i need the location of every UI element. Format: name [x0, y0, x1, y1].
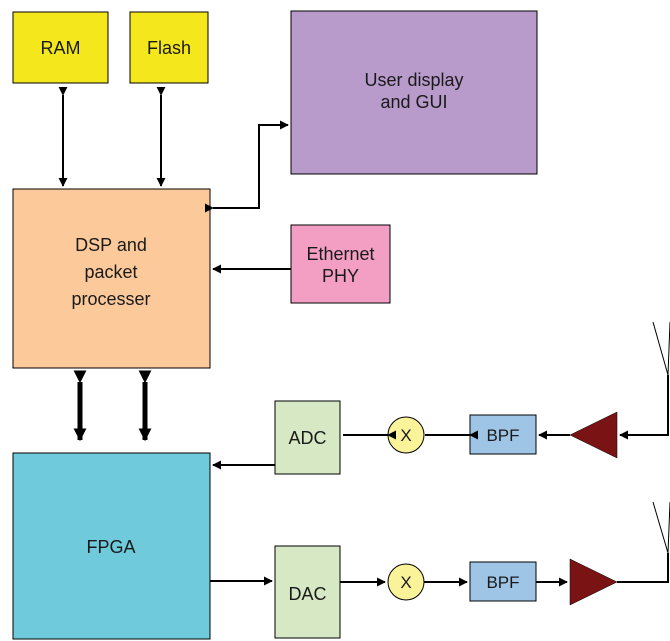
- user-display-label-line1: User display: [364, 70, 463, 90]
- rx-mixer-label: X: [400, 426, 411, 445]
- tx-amplifier: [569, 558, 618, 606]
- adc-block: ADC: [274, 400, 341, 475]
- dsp-block: DSP and packet processer: [12, 188, 211, 369]
- fpga-label: FPGA: [86, 537, 135, 557]
- tx-bpf-label: BPF: [486, 573, 519, 592]
- user-display-block: User display and GUI: [290, 10, 538, 175]
- ram-block: RAM: [12, 11, 109, 84]
- ram-label: RAM: [41, 38, 81, 58]
- tx-mixer: X: [387, 563, 425, 601]
- ethernet-phy-block: Ethernet PHY: [290, 224, 391, 304]
- dac-block: DAC: [274, 545, 341, 639]
- rx-bpf-label: BPF: [486, 426, 519, 445]
- flash-label: Flash: [147, 38, 191, 58]
- tx-amp-antenna-link: [617, 553, 669, 583]
- dsp-label-line3: processer: [71, 289, 150, 309]
- fpga-block: FPGA: [12, 452, 211, 640]
- display-dsp-link: [204, 120, 289, 213]
- rx-bpf-block: BPF: [469, 414, 537, 455]
- tx-antenna: [652, 501, 670, 554]
- rx-antenna-amp-link: [619, 375, 669, 440]
- flash-block: Flash: [129, 11, 209, 84]
- ethernet-label-line2: PHY: [322, 266, 359, 286]
- user-display-label-line2: and GUI: [380, 92, 447, 112]
- ethernet-label-line1: Ethernet: [306, 244, 374, 264]
- rx-mixer: X: [387, 416, 425, 454]
- tx-bpf-block: BPF: [469, 561, 537, 602]
- dsp-label-line2: packet: [84, 262, 137, 282]
- dsp-label-line1: DSP and: [75, 235, 147, 255]
- adc-label: ADC: [288, 428, 326, 448]
- rx-antenna: [652, 321, 670, 376]
- tx-mixer-label: X: [400, 573, 411, 592]
- dac-label: DAC: [288, 584, 326, 604]
- rx-amplifier: [569, 411, 618, 459]
